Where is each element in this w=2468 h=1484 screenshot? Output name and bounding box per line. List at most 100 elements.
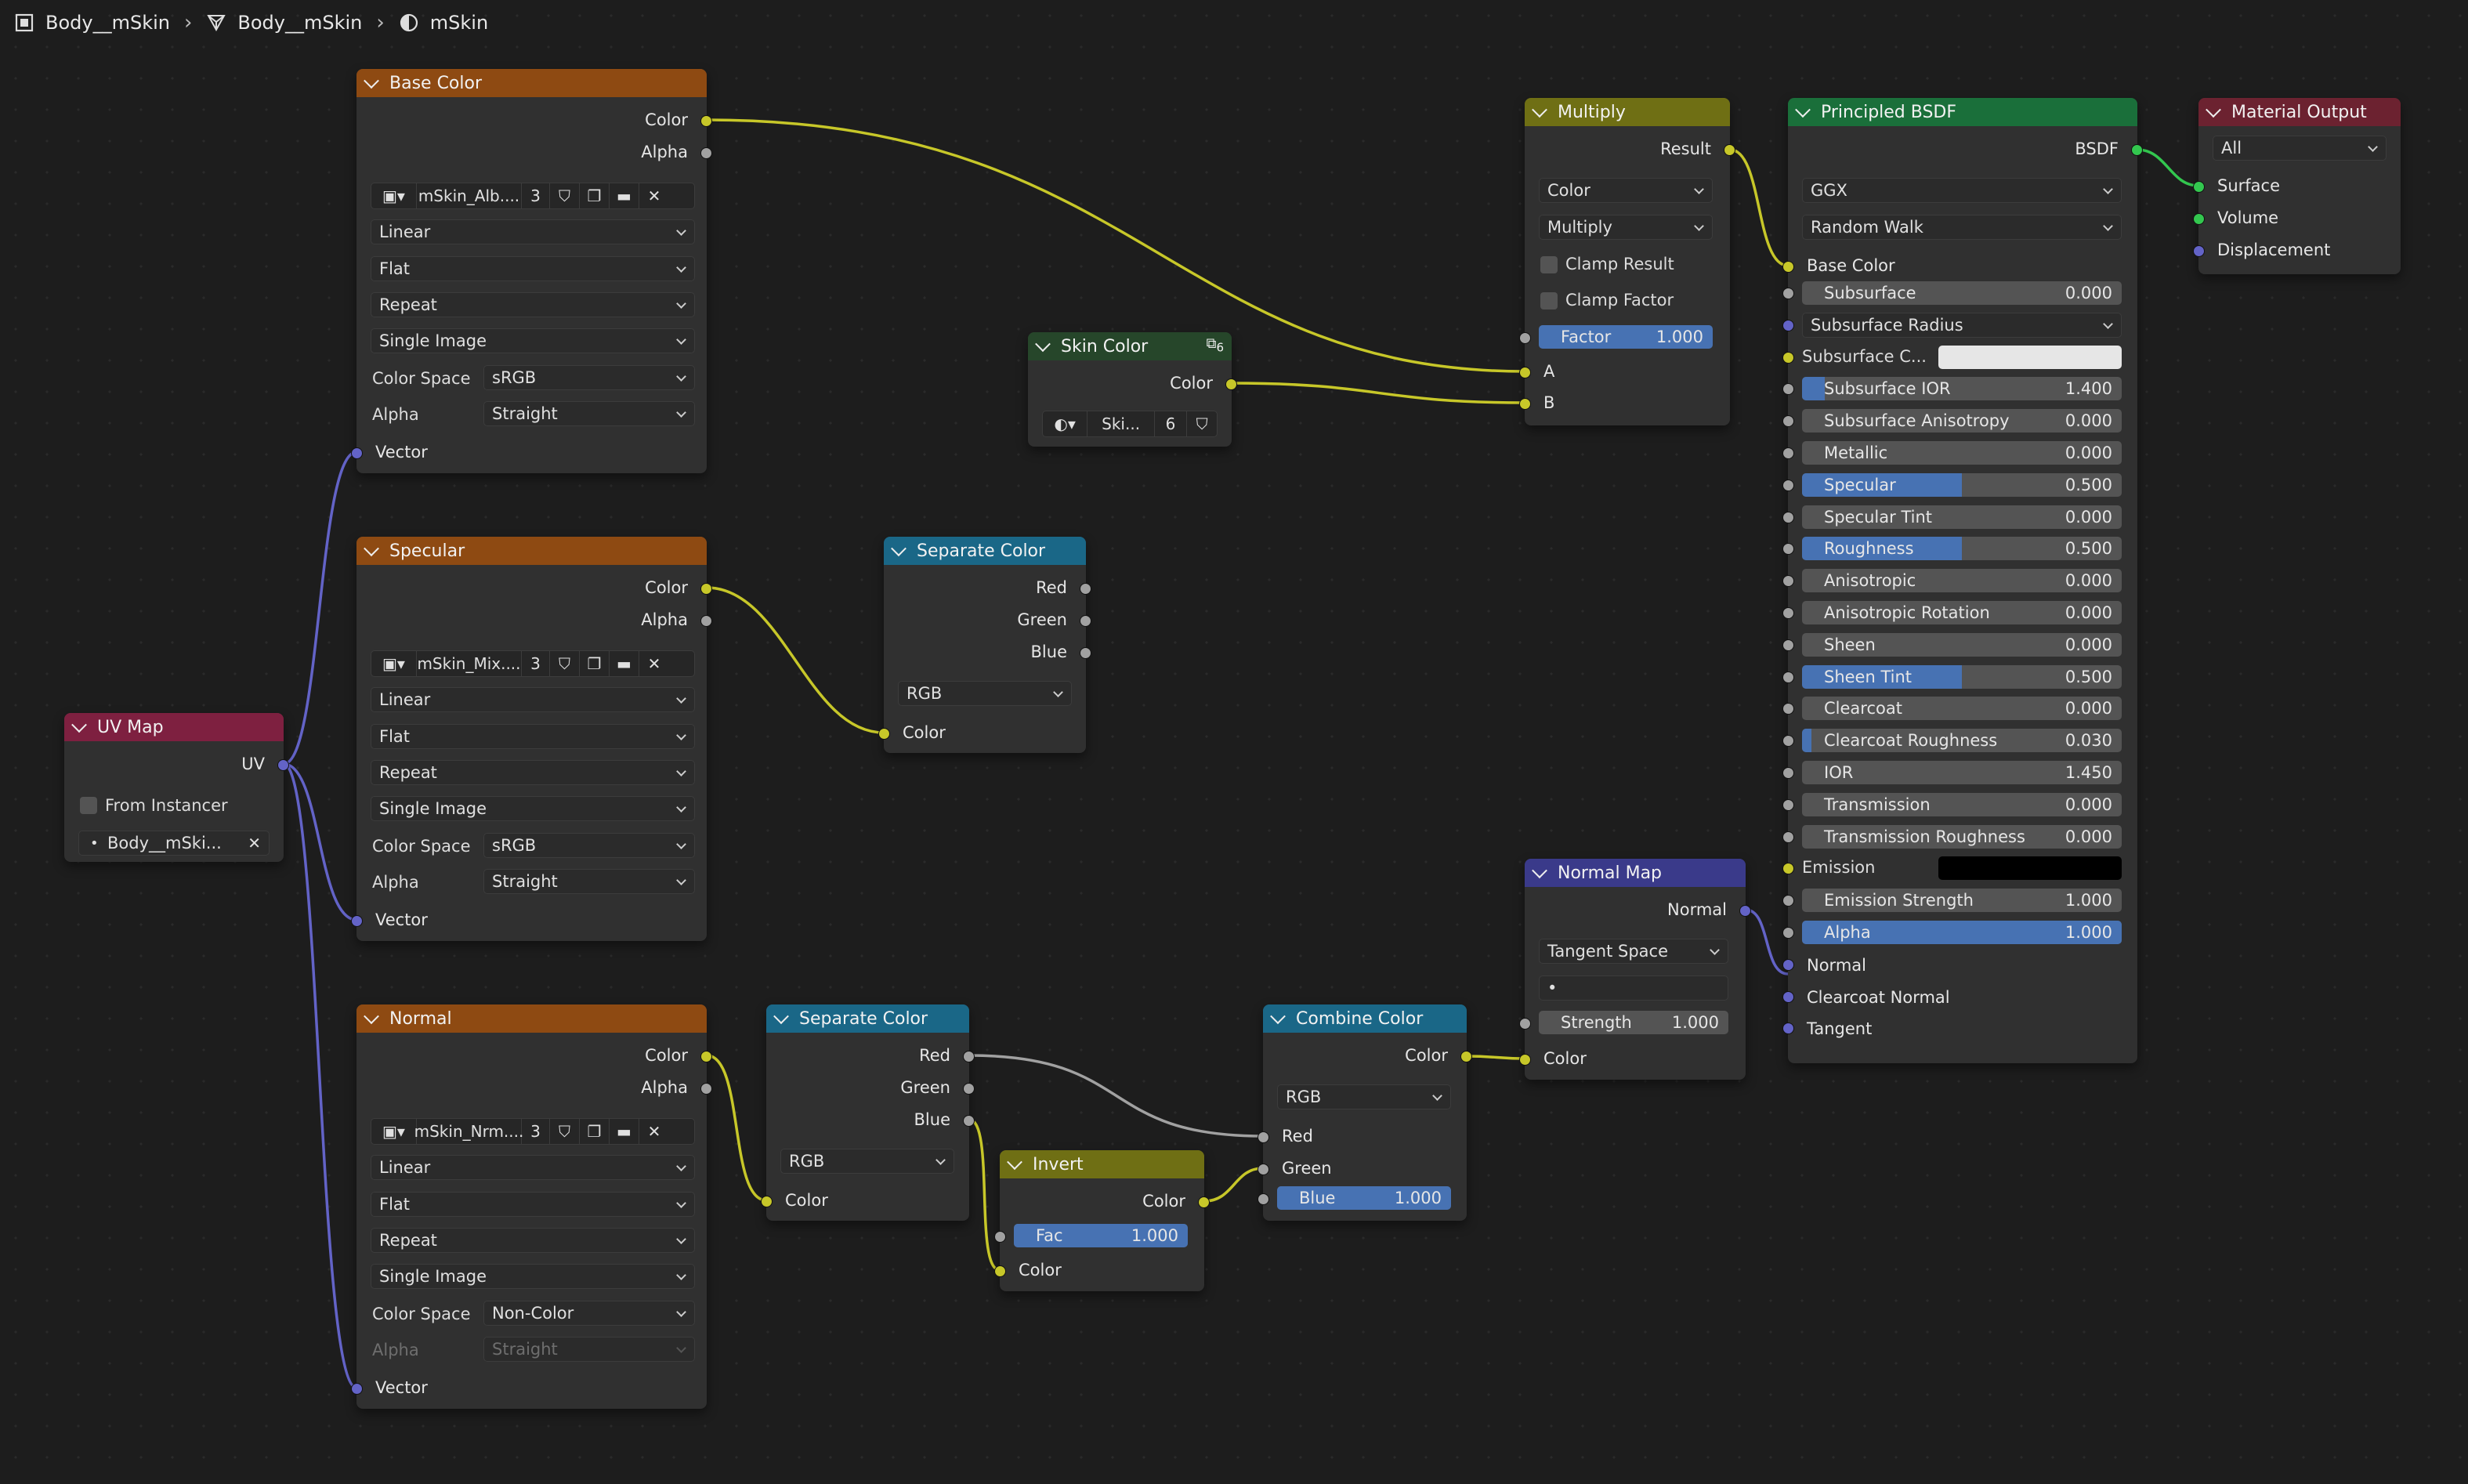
node-header[interactable]: Separate Color bbox=[766, 1004, 969, 1033]
socket-base-color-in[interactable] bbox=[1782, 261, 1794, 273]
socket-green-out[interactable] bbox=[1080, 615, 1091, 627]
distribution-dropdown[interactable]: GGX bbox=[1802, 178, 2122, 203]
subsurface-radius-dropdown[interactable]: Subsurface Radius bbox=[1802, 312, 2122, 338]
mode-dropdown[interactable]: RGB bbox=[780, 1149, 954, 1174]
group-name[interactable]: Ski... bbox=[1087, 411, 1155, 436]
extension-dropdown[interactable]: Repeat bbox=[371, 1228, 695, 1253]
socket-clearcoat-normal-in[interactable] bbox=[1782, 990, 1794, 1003]
source-dropdown[interactable]: Single Image bbox=[371, 328, 695, 353]
socket-anisotropic-rotation-in[interactable] bbox=[1782, 607, 1794, 619]
node-header[interactable]: Specular bbox=[356, 537, 707, 565]
node-header[interactable]: Principled BSDF bbox=[1788, 98, 2137, 126]
subsurface-color-swatch[interactable] bbox=[1938, 345, 2122, 369]
node-separate-color-specular[interactable]: Separate Color Red Green Blue RGB Color bbox=[878, 537, 1091, 753]
socket-color-out[interactable] bbox=[1225, 378, 1237, 390]
socket-red-out[interactable] bbox=[963, 1051, 975, 1062]
alpha-mode-dropdown[interactable]: Straight bbox=[483, 869, 695, 894]
fake-user-shield-icon[interactable]: ⛉ bbox=[550, 651, 580, 676]
socket-vector-in[interactable] bbox=[351, 447, 363, 459]
interpolation-dropdown[interactable]: Linear bbox=[371, 1155, 695, 1180]
node-multiply[interactable]: Multiply Result Color Multiply Clamp Res… bbox=[1519, 98, 1735, 425]
node-header[interactable]: Base Color bbox=[356, 69, 707, 97]
node-normal-map[interactable]: Normal Map Normal Tangent Space • Streng… bbox=[1519, 859, 1751, 1080]
node-uv-map[interactable]: UV Map UV From Instancer • Body__mSki...… bbox=[64, 713, 289, 862]
node-separate-color-normal[interactable]: Separate Color Red Green Blue RGB Color bbox=[761, 1004, 975, 1221]
socket-strength-in[interactable] bbox=[1519, 1018, 1531, 1030]
subsurface-method-dropdown[interactable]: Random Walk bbox=[1802, 215, 2122, 240]
color-space-dropdown[interactable]: sRGB bbox=[483, 833, 695, 858]
socket-factor-in[interactable] bbox=[1519, 332, 1531, 344]
socket-emission-strength-in[interactable] bbox=[1782, 895, 1794, 907]
chevron-down-icon[interactable] bbox=[1270, 1008, 1286, 1025]
node-header[interactable]: Separate Color bbox=[884, 537, 1086, 565]
interpolation-dropdown[interactable]: Linear bbox=[371, 687, 695, 712]
projection-dropdown[interactable]: Flat bbox=[371, 256, 695, 281]
socket-color-in[interactable] bbox=[761, 1196, 773, 1207]
breadcrumb-material[interactable]: mSkin bbox=[399, 12, 488, 34]
clamp-factor-checkbox[interactable] bbox=[1540, 292, 1558, 309]
chevron-down-icon[interactable] bbox=[1532, 863, 1547, 879]
chevron-down-icon[interactable] bbox=[1035, 336, 1051, 353]
chevron-down-icon[interactable] bbox=[1007, 1154, 1022, 1171]
socket-color-out[interactable] bbox=[700, 115, 712, 127]
socket-fac-in[interactable] bbox=[994, 1231, 1006, 1243]
socket-tangent-in[interactable] bbox=[1782, 1023, 1794, 1035]
node-header[interactable]: Combine Color bbox=[1263, 1004, 1467, 1033]
node-header[interactable]: Multiply bbox=[1525, 98, 1730, 126]
socket-color-out[interactable] bbox=[700, 583, 712, 595]
folder-icon[interactable]: ▬ bbox=[610, 183, 639, 208]
socket-vector-in[interactable] bbox=[351, 1383, 363, 1395]
uv-map-selector[interactable]: • Body__mSki... ✕ bbox=[78, 831, 270, 856]
socket-bsdf-out[interactable] bbox=[2131, 144, 2143, 156]
data-type-dropdown[interactable]: Color bbox=[1539, 178, 1713, 203]
blend-mode-dropdown[interactable]: Multiply bbox=[1539, 215, 1713, 240]
socket-blue-out[interactable] bbox=[1080, 647, 1091, 659]
socket-transmission-in[interactable] bbox=[1782, 798, 1794, 811]
node-tree-browse-icon[interactable]: ◐▾ bbox=[1043, 411, 1088, 436]
mode-dropdown[interactable]: RGB bbox=[1277, 1084, 1451, 1109]
socket-color-out[interactable] bbox=[700, 1051, 712, 1062]
image-name[interactable]: mSkin_Mix.... bbox=[417, 651, 522, 676]
chevron-down-icon[interactable] bbox=[2206, 102, 2221, 118]
duplicate-icon[interactable]: ❐ bbox=[580, 1119, 610, 1144]
interpolation-dropdown[interactable]: Linear bbox=[371, 219, 695, 244]
socket-subsurface-color-in[interactable] bbox=[1782, 351, 1794, 364]
close-icon[interactable]: ✕ bbox=[248, 834, 261, 852]
duplicate-icon[interactable]: ❐ bbox=[580, 183, 610, 208]
image-name[interactable]: mSkin_Nrm.... bbox=[414, 1119, 523, 1144]
node-group-selector[interactable]: ◐▾ Ski... 6 ⛉ bbox=[1042, 411, 1218, 437]
chevron-down-icon[interactable] bbox=[364, 1008, 379, 1025]
breadcrumb-object[interactable]: Body__mSkin bbox=[14, 12, 170, 34]
chevron-down-icon[interactable] bbox=[773, 1008, 789, 1025]
node-header[interactable]: Skin Color ⧉6 bbox=[1028, 332, 1232, 360]
color-space-dropdown[interactable]: Non-Color bbox=[483, 1301, 695, 1326]
socket-result-out[interactable] bbox=[1724, 144, 1735, 156]
socket-blue-out[interactable] bbox=[963, 1115, 975, 1127]
space-dropdown[interactable]: Tangent Space bbox=[1539, 939, 1728, 964]
socket-alpha-out[interactable] bbox=[700, 1083, 712, 1095]
socket-displacement-in[interactable] bbox=[2193, 245, 2205, 257]
chevron-down-icon[interactable] bbox=[1532, 102, 1547, 118]
close-icon[interactable]: ✕ bbox=[647, 186, 661, 205]
extension-dropdown[interactable]: Repeat bbox=[371, 292, 695, 317]
socket-blue-in[interactable] bbox=[1258, 1193, 1269, 1205]
socket-volume-in[interactable] bbox=[2193, 213, 2205, 225]
node-normal-texture[interactable]: Normal Color Alpha ▣▾ mSkin_Nrm.... 3 ⛉ … bbox=[351, 1004, 712, 1409]
node-group-icon[interactable]: ⧉6 bbox=[1206, 335, 1224, 355]
socket-subsurface-radius-in[interactable] bbox=[1782, 319, 1794, 331]
image-selector[interactable]: ▣▾ mSkin_Mix.... 3 ⛉ ❐ ▬ ✕ bbox=[371, 650, 695, 677]
image-users[interactable]: 3 bbox=[522, 651, 550, 676]
node-header[interactable]: Normal Map bbox=[1525, 859, 1746, 887]
socket-green-in[interactable] bbox=[1258, 1164, 1269, 1175]
group-users[interactable]: 6 bbox=[1155, 411, 1188, 436]
